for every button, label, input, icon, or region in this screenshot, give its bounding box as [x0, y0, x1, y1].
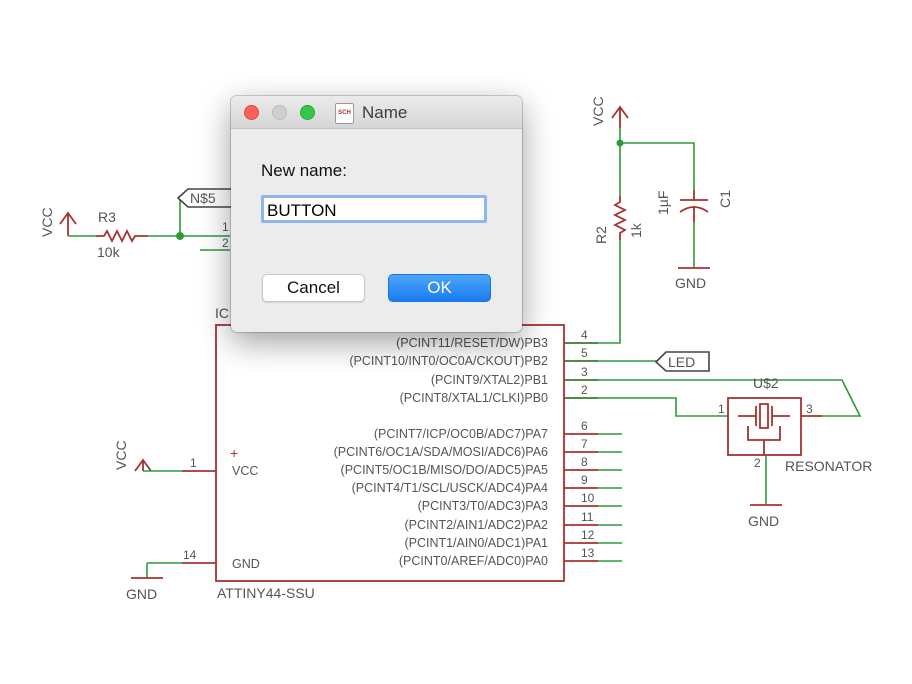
ic-pin-name: (PCINT10/INT0/OC0A/CKOUT)PB2 [349, 354, 548, 368]
vcc-label: VCC [590, 96, 606, 126]
name-dialog[interactable]: SCH Name New name: Cancel OK [231, 96, 522, 332]
ic-pin-name: (PCINT0/AREF/ADC0)PA0 [399, 554, 548, 568]
gnd-label: GND [748, 513, 779, 529]
ic-pin-name: (PCINT7/ICP/OC0B/ADC7)PA7 [374, 427, 548, 441]
dialog-title: Name [362, 103, 408, 122]
ic-pin-num: 2 [222, 236, 229, 250]
gnd-label: GND [126, 586, 157, 602]
capacitor-c1[interactable]: 1µF C1 [655, 190, 733, 222]
ic-pin-num: 2 [581, 383, 588, 397]
ic-pin-num: 4 [581, 328, 588, 342]
close-window-button[interactable] [244, 105, 259, 120]
net-label-led[interactable]: LED [654, 351, 710, 372]
ic-pin-name: (PCINT5/OC1B/MISO/DO/ADC5)PA5 [341, 463, 548, 477]
ic-part-name: ATTINY44-SSU [217, 585, 315, 601]
new-name-label: New name: [261, 161, 347, 180]
ic-pin-name: (PCINT4/T1/SCL/USCK/ADC4)PA4 [352, 481, 548, 495]
net-label-n5[interactable]: N$5 [176, 188, 233, 208]
gnd-symbol-ic[interactable]: GND [126, 577, 163, 602]
ic-pin-num: 14 [183, 548, 197, 562]
ic-pin-num: 9 [581, 473, 588, 487]
sch-document-icon: SCH [335, 103, 354, 124]
resonator-pin-num: 2 [754, 456, 761, 470]
new-name-input[interactable] [261, 195, 487, 223]
resonator-u2[interactable]: U$2 1 3 2 RESONATOR [718, 375, 872, 474]
ic-pin-name: VCC [232, 464, 258, 478]
resonator-name: RESONATOR [785, 458, 872, 474]
ic-pin-num: 11 [581, 510, 594, 524]
ic-pin-name: (PCINT2/AIN1/ADC2)PA2 [404, 518, 548, 532]
resistor-r2[interactable]: R2 1k [593, 196, 644, 244]
r3-name: R3 [98, 209, 116, 225]
ic-pin-num: 10 [581, 491, 595, 505]
gnd-label: GND [675, 275, 706, 291]
ok-button[interactable]: OK [388, 274, 491, 302]
cancel-button[interactable]: Cancel [262, 274, 365, 302]
resonator-pin-num: 1 [718, 402, 725, 416]
ic-plus-sign: + [230, 445, 238, 461]
ic-attiny44[interactable]: IC ATTINY44-SSU + VCC GND 4 (PCINT11/RESE… [215, 305, 622, 601]
dialog-titlebar[interactable]: SCH Name [231, 96, 522, 129]
ic-pin-name: (PCINT9/XTAL2)PB1 [431, 373, 548, 387]
vcc-symbol-top[interactable]: VCC [590, 96, 629, 128]
r2-value: 1k [628, 222, 644, 238]
ic-pin-num: 1 [190, 456, 197, 470]
ic-pin-num: 12 [581, 528, 595, 542]
ic-pin-name: GND [232, 557, 260, 571]
net-label-n5-text: N$5 [190, 190, 216, 206]
vcc-label: VCC [113, 440, 129, 470]
c1-value: 1µF [655, 191, 671, 215]
ic-pin-name: (PCINT3/T0/ADC3)PA3 [418, 499, 548, 513]
resonator-pin-num: 3 [806, 402, 813, 416]
ic-pin-num: 6 [581, 419, 588, 433]
resonator-ref: U$2 [753, 375, 779, 391]
net-label-led-text: LED [668, 354, 695, 370]
vcc-symbol-left[interactable]: VCC [39, 207, 77, 237]
ic-pin-name: (PCINT1/AIN0/ADC1)PA1 [404, 536, 548, 550]
ic-pin-num: 1 [222, 220, 229, 234]
gnd-symbol-c1[interactable]: GND [675, 267, 710, 291]
ic-pin-name: (PCINT11/RESET/DW)PB3 [396, 336, 548, 350]
junction-dot [616, 139, 624, 147]
ic-pin-num: 7 [581, 437, 588, 451]
ic-pin-num: 13 [581, 546, 595, 560]
r3-value: 10k [97, 244, 121, 260]
c1-name: C1 [717, 190, 733, 208]
gnd-symbol-resonator[interactable]: GND [748, 504, 782, 529]
ic-pin-num: 5 [581, 346, 588, 360]
zoom-window-button[interactable] [300, 105, 315, 120]
ic-pin-num: 8 [581, 455, 588, 469]
r2-name: R2 [593, 226, 609, 244]
ic-ref: IC [215, 305, 229, 321]
ic-pin-name: (PCINT6/OC1A/SDA/MOSI/ADC6)PA6 [334, 445, 548, 459]
junction-dot [176, 232, 184, 240]
ic-pin-name: (PCINT8/XTAL1/CLKI)PB0 [400, 391, 548, 405]
minimize-window-button[interactable] [272, 105, 287, 120]
ic-pin-num: 3 [581, 365, 588, 379]
vcc-label: VCC [39, 207, 55, 237]
resistor-r3[interactable]: R3 10k [96, 209, 148, 260]
vcc-symbol-ic[interactable]: VCC [113, 440, 152, 472]
